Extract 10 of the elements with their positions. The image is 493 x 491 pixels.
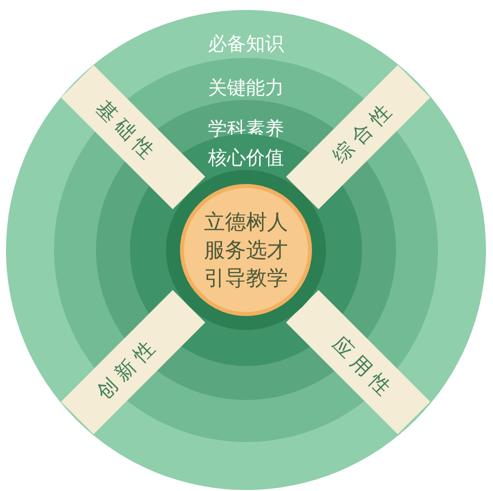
ring-label: 必备知识 xyxy=(208,32,284,56)
center-label: 立德树人 xyxy=(204,209,288,236)
band-label: 应用性 xyxy=(328,332,400,404)
band-label: 创新性 xyxy=(92,332,164,404)
band-label: 基础性 xyxy=(92,96,164,168)
ring-label: 核心价值 xyxy=(208,146,284,170)
center-label: 服务选才 xyxy=(204,237,288,264)
band-label: 综合性 xyxy=(328,96,400,168)
center-label: 引导教学 xyxy=(204,265,288,292)
ring-label: 关键能力 xyxy=(208,76,284,100)
